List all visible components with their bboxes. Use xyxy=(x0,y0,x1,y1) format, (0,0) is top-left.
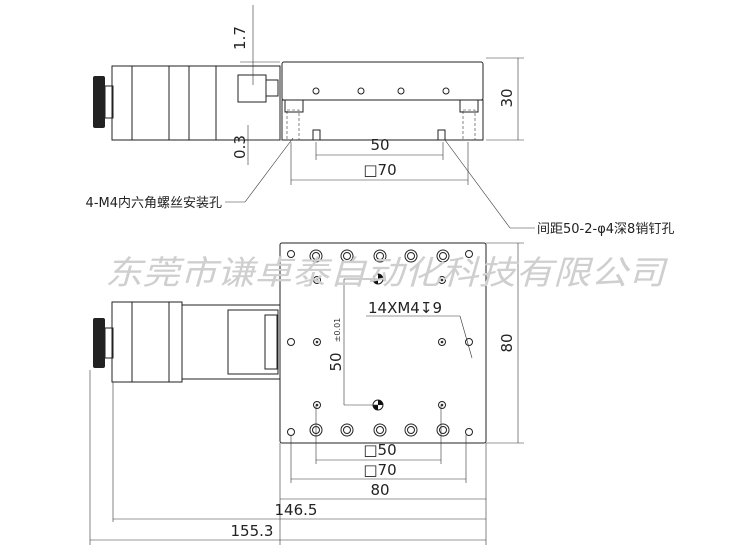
counterbore-hole xyxy=(404,423,418,437)
dim-70-square: □70 xyxy=(363,461,396,479)
through-hole xyxy=(465,338,473,346)
dim-1-7: 1.7 xyxy=(231,26,249,50)
dim-70-top: □70 xyxy=(363,161,396,179)
counterbore-hole xyxy=(436,249,450,263)
tapped-hole-center xyxy=(315,340,319,344)
tapped-hole xyxy=(313,276,321,284)
dim-50-vertical: 50 xyxy=(327,352,345,371)
counterbore-hole xyxy=(404,249,418,263)
dim-80-vertical: 80 xyxy=(498,333,516,352)
tapped-hole-center xyxy=(440,340,444,344)
counterbore-hole-inner xyxy=(407,426,415,434)
through-hole xyxy=(287,338,295,346)
dim-80: 80 xyxy=(370,481,389,499)
through-hole xyxy=(287,428,295,436)
tolerance: ±0.01 xyxy=(333,318,342,343)
tapped-hole-center xyxy=(315,403,319,407)
tapped-hole-center xyxy=(440,403,444,407)
counterbore-hole xyxy=(340,423,354,437)
counterbore-hole-inner xyxy=(343,426,351,434)
dim-50-top: 50 xyxy=(370,136,389,154)
side-view xyxy=(93,5,535,229)
tapped-hole xyxy=(438,276,446,284)
counterbore-hole xyxy=(373,423,387,437)
dim-155-3: 155.3 xyxy=(231,522,274,540)
dim-50-square: □50 xyxy=(363,441,396,459)
stage-top xyxy=(281,61,484,101)
tapped-hole xyxy=(313,401,321,409)
tapped-hole xyxy=(313,338,321,346)
counterbore-hole-inner xyxy=(376,426,384,434)
dim-0-3: 0.3 xyxy=(231,135,249,159)
callout-mount-holes: 4-M4内六角螺丝安装孔 xyxy=(86,195,222,211)
callout-pin-holes: 间距50-2-φ4深8销钉孔 xyxy=(537,222,674,237)
counterbore-hole xyxy=(340,249,354,263)
tapped-hole-center xyxy=(315,278,319,282)
counterbore-hole-inner xyxy=(343,252,351,260)
plan-view xyxy=(89,242,524,545)
through-hole xyxy=(465,250,473,258)
counterbore-hole-inner xyxy=(439,252,447,260)
counterbore-hole-inner xyxy=(312,252,320,260)
counterbore-hole xyxy=(373,249,387,263)
dim-30: 30 xyxy=(498,88,516,107)
dim-146-5: 146.5 xyxy=(275,501,318,519)
counterbore-hole xyxy=(436,423,450,437)
hole-note: 14XM4↧9 xyxy=(368,299,442,317)
tapped-hole-center xyxy=(440,278,444,282)
through-hole xyxy=(465,428,473,436)
knob-icon xyxy=(93,76,105,128)
counterbore-hole-inner xyxy=(376,252,384,260)
tapped-hole xyxy=(438,338,446,346)
watermark: 东莞市谦卓泰自动化科技有限公司 xyxy=(105,253,668,292)
counterbore-hole xyxy=(309,249,323,263)
stage-plate xyxy=(279,242,487,444)
counterbore-hole-inner xyxy=(407,252,415,260)
tapped-hole xyxy=(438,401,446,409)
motor-body xyxy=(111,65,217,141)
counterbore-hole-inner xyxy=(439,426,447,434)
through-hole xyxy=(287,250,295,258)
knob-icon xyxy=(93,318,105,368)
